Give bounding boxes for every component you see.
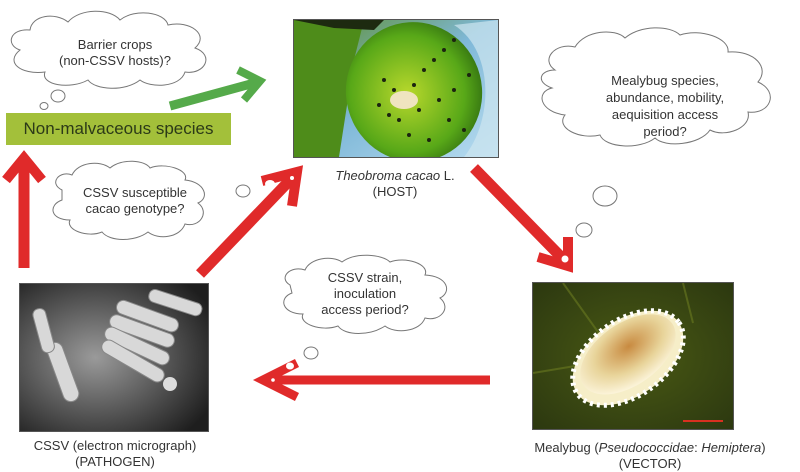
vector-order: Hemiptera <box>701 440 762 455</box>
host-role: (HOST) <box>372 184 418 199</box>
arrow-non-malvaceous-to-host <box>168 66 267 111</box>
mealybug-image <box>533 283 733 429</box>
cloud-barrier-text: Barrier crops (non-CSSV hosts)? <box>59 37 171 68</box>
thought-cloud-mealybug <box>541 27 771 238</box>
host-caption: Theobroma cacao L. (HOST) <box>300 168 490 200</box>
vector-caption: Mealybug (Pseudococcidae: Hemiptera) (VE… <box>505 440 795 472</box>
pathogen-photo <box>19 283 209 432</box>
pathogen-caption: CSSV (electron micrograph) (PATHOGEN) <box>15 438 215 470</box>
thought-cloud-strain <box>283 254 448 360</box>
cloud-genotype-text: CSSV susceptible cacao genotype? <box>82 185 188 216</box>
vector-role: (VECTOR) <box>618 456 682 471</box>
vector-family: Pseudococcidae <box>598 440 695 455</box>
host-photo <box>293 19 499 158</box>
arrow-pathogen-to-non-malvaceous <box>2 150 46 268</box>
pathogen-name: CSSV (electron micrograph) <box>33 438 197 453</box>
non-malvaceous-label: Non-malvaceous species <box>23 119 214 138</box>
vector-photo <box>532 282 734 430</box>
arrow-pathogen-to-host <box>196 165 304 278</box>
arrow-host-to-vector <box>470 164 573 273</box>
host-species-name: Theobroma cacao <box>335 168 441 183</box>
thought-cloud-barrier <box>10 10 207 110</box>
cloud-mealybug-text: Mealybug species, abundance, mobility, a… <box>605 73 725 139</box>
non-malvaceous-species-box: Non-malvaceous species <box>6 113 231 145</box>
cloud-strain-text: CSSV strain, inoculation access period? <box>321 270 409 317</box>
arrow-vector-to-pathogen <box>252 358 490 402</box>
thought-cloud-genotype <box>52 160 251 240</box>
cssv-micrograph-image <box>20 284 208 431</box>
pathogen-role: (PATHOGEN) <box>75 454 155 469</box>
cacao-pod-image <box>294 20 498 157</box>
